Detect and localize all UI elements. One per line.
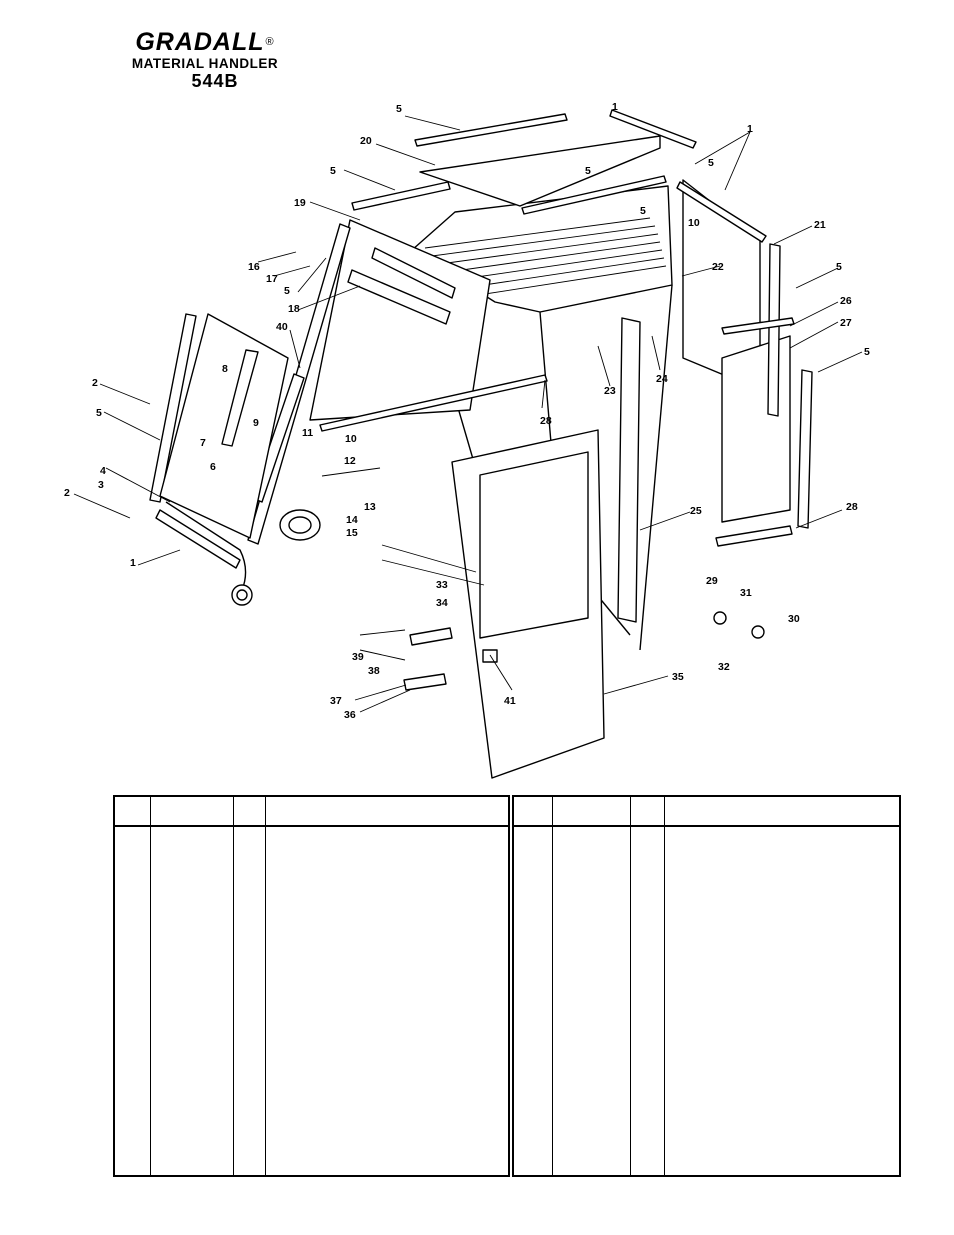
table-column-divider: [265, 797, 266, 1175]
callout: 5: [96, 407, 102, 419]
callout: 5: [284, 285, 290, 297]
callout: 26: [840, 295, 852, 307]
callout: 5: [640, 205, 646, 217]
windshield-glass: [309, 219, 491, 421]
callout: 5: [864, 346, 870, 358]
product-line: MATERIAL HANDLER: [131, 56, 279, 71]
callout-numbers: 1 1 1 2 2 3 4 5 5 5 5 5 5 5 5 5 6 7 8 9 …: [64, 101, 870, 721]
callout: 3: [98, 479, 104, 491]
callout: 16: [248, 261, 260, 273]
callout: 8: [222, 363, 228, 375]
parts-table-left: [113, 795, 510, 1177]
frame-rear-post: [639, 284, 673, 651]
callout: 28: [540, 415, 552, 427]
callout: 30: [788, 613, 800, 625]
brand-header: GRADALL® MATERIAL HANDLER 544B: [110, 28, 300, 91]
callout: 17: [266, 273, 278, 285]
callout: 23: [604, 385, 616, 397]
table-column-divider: [664, 797, 665, 1175]
callout: 5: [836, 261, 842, 273]
callout: 6: [210, 461, 216, 473]
callout: 5: [585, 165, 591, 177]
callout: 21: [814, 219, 826, 231]
table-column-divider: [552, 797, 553, 1175]
callout: 31: [740, 587, 752, 599]
callout: 10: [345, 433, 357, 445]
callout: 29: [706, 575, 718, 587]
rear-side-glass: [721, 335, 791, 523]
callout: 11: [302, 427, 313, 439]
callout: 2: [92, 377, 98, 389]
door-glass: [479, 451, 589, 639]
callout: 39: [352, 651, 364, 663]
table-header-row: [115, 797, 508, 827]
roof-slats: [424, 217, 667, 297]
callout: 18: [288, 303, 300, 315]
side-door-glass: [159, 313, 289, 539]
model-number: 544B: [191, 71, 239, 91]
callout: 40: [276, 321, 288, 333]
callout: 35: [672, 671, 684, 683]
table-header-row: [514, 797, 899, 827]
callout: 1: [747, 123, 753, 135]
callout: 33: [436, 579, 448, 591]
table-column-divider: [630, 797, 631, 1175]
callout: 12: [344, 455, 356, 467]
callout: 25: [690, 505, 702, 517]
callout: 15: [346, 527, 358, 539]
callout: 4: [100, 465, 106, 477]
callout: 1: [130, 557, 136, 569]
brand-logo: GRADALL®: [135, 28, 275, 56]
callout: 10: [688, 217, 700, 229]
callout: 5: [396, 103, 402, 115]
callout: 5: [330, 165, 336, 177]
callout: 9: [253, 417, 259, 429]
callout: 36: [344, 709, 356, 721]
callout: 34: [436, 597, 448, 609]
top-glass: [419, 135, 661, 207]
callout: 5: [708, 157, 714, 169]
parts-table-right: [512, 795, 901, 1177]
callout: 7: [200, 437, 206, 449]
table-column-divider: [150, 797, 151, 1175]
callout: 27: [840, 317, 852, 329]
callout: 28: [846, 501, 858, 513]
callout: 20: [360, 135, 372, 147]
callout: 2: [64, 487, 70, 499]
callout: 38: [368, 665, 380, 677]
callout: 22: [712, 261, 724, 273]
callout: 37: [330, 695, 342, 707]
cab-exploded-diagram: 1 1 1 2 2 3 4 5 5 5 5 5 5 5 5 5 6 7 8 9 …: [64, 101, 870, 779]
callout: 1: [612, 101, 618, 113]
callout: 41: [504, 695, 516, 707]
callout: 13: [364, 501, 376, 513]
callout: 24: [656, 373, 668, 385]
callout: 14: [346, 514, 358, 526]
callout: 19: [294, 197, 306, 209]
table-column-divider: [233, 797, 234, 1175]
callout: 32: [718, 661, 730, 673]
